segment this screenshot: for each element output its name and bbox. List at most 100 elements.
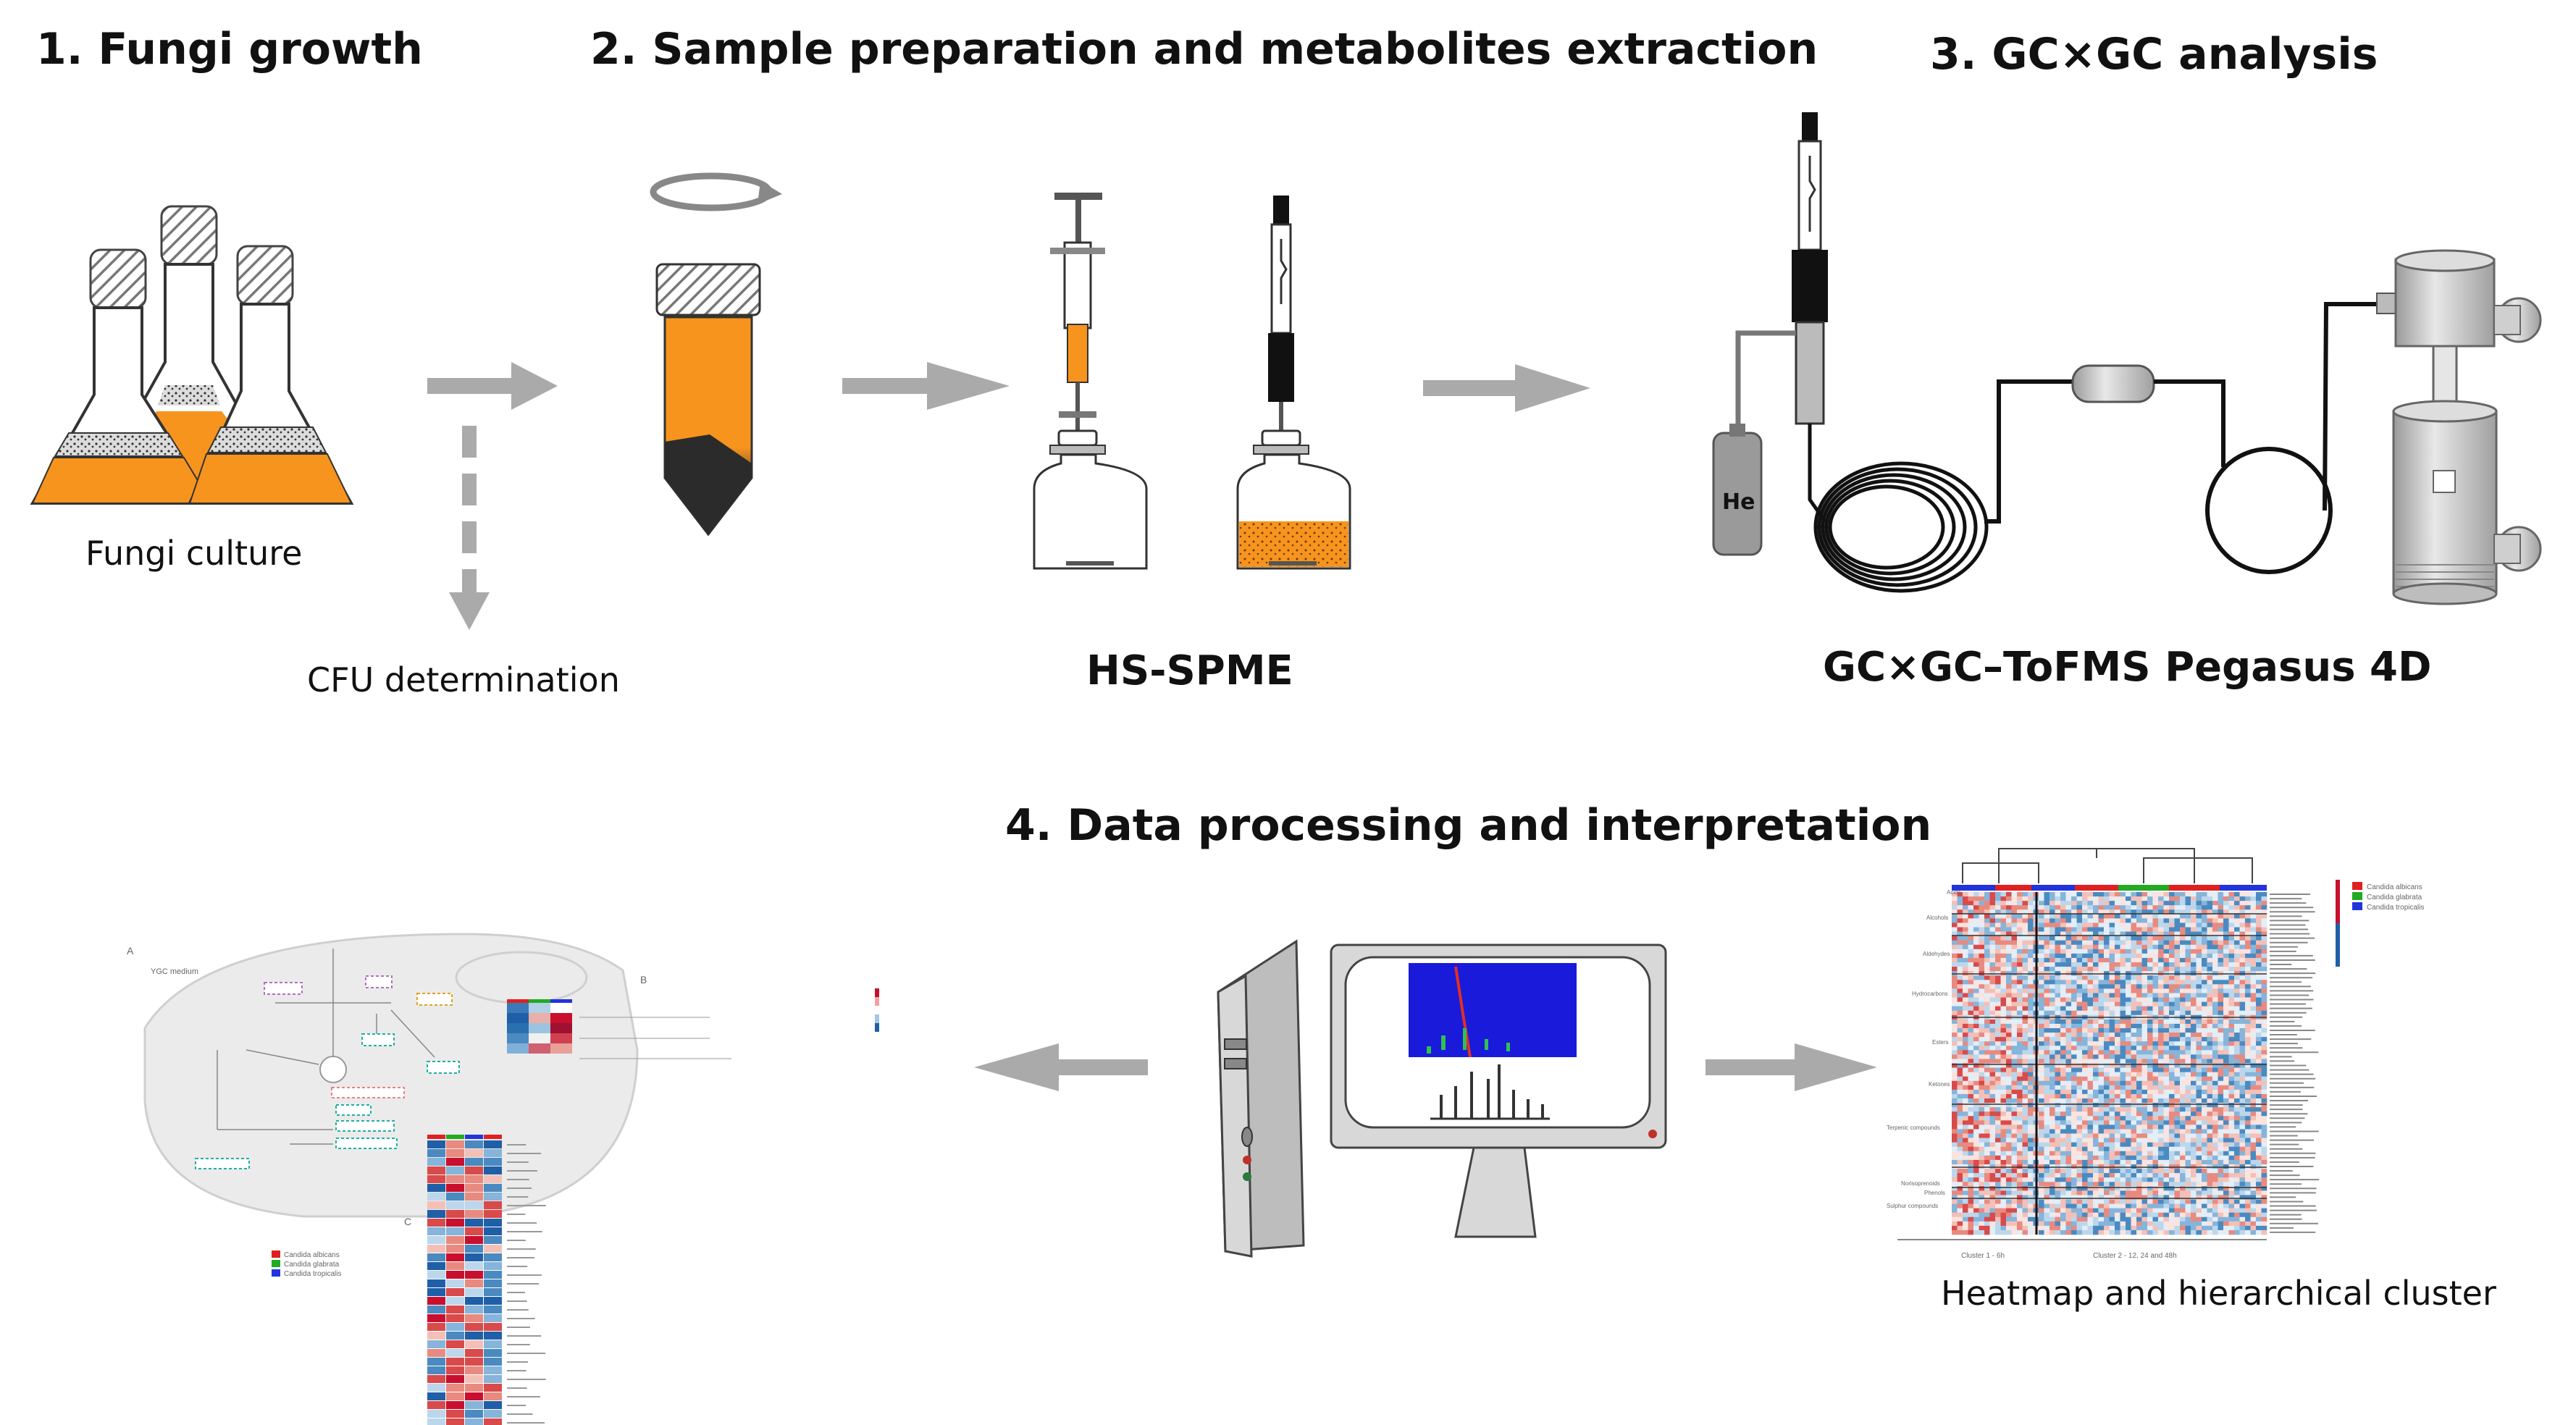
- heatmap-cell: [1979, 980, 1985, 985]
- heatmap-cell: [2158, 1195, 2164, 1200]
- syringe-vial-icon: [1033, 193, 1148, 570]
- heatmap-cell: [2169, 997, 2175, 1002]
- heatmap-cell: [2191, 1046, 2197, 1051]
- heatmap-cell: [2202, 1173, 2207, 1178]
- heatmap-cell: [2180, 1103, 2186, 1108]
- heatmap-cell: [2028, 953, 2034, 959]
- heatmap-cell: [2228, 1046, 2235, 1051]
- heatmap-cell: [2141, 1072, 2148, 1077]
- heatmap-cell: [2202, 1037, 2207, 1042]
- heatmap-cell: [2098, 1129, 2105, 1134]
- heatmap-cell: [2218, 1190, 2224, 1195]
- heatmap-cell: [2185, 997, 2191, 1002]
- heatmap-cell: [2028, 1006, 2034, 1012]
- heatmap-cell: [2082, 1076, 2088, 1082]
- heatmap-cell: [2147, 918, 2153, 923]
- heatmap-cell: [2191, 980, 2197, 985]
- heatmap-cell: [2065, 962, 2072, 967]
- heatmap-cell: [2228, 988, 2235, 993]
- heatmap-cell: [2087, 896, 2094, 901]
- heatmap-cell: [2239, 957, 2246, 963]
- heatmap-cell: [1979, 1063, 1985, 1068]
- heatmap-cell: [1963, 1054, 1968, 1059]
- heatmap-cell: [2250, 1067, 2257, 1072]
- heatmap-cell: [2152, 1186, 2159, 1191]
- heatmap-cell: [2017, 1159, 2023, 1165]
- heatmap-cell: [1979, 1033, 1985, 1038]
- heatmap-cell: [2256, 922, 2262, 928]
- heatmap-cell: [2060, 1067, 2066, 1072]
- heatmap-cell: [2261, 1155, 2267, 1161]
- heatmap-cell: [1995, 1067, 2001, 1072]
- heatmap-cell: [2060, 1186, 2066, 1191]
- heatmap-cell: [2087, 1216, 2094, 1222]
- heatmap-cell: [1952, 1076, 1958, 1082]
- heatmap-cell: [2141, 1023, 2148, 1029]
- heatmap-cell: [2223, 1129, 2229, 1134]
- heatmap-cell: [2207, 962, 2213, 967]
- heatmap-cell: [2011, 949, 2018, 954]
- heatmap-cell: [2250, 1006, 2257, 1012]
- heatmap-cell: [2000, 1089, 2007, 1095]
- heatmap-cell: [1989, 980, 1996, 985]
- heatmap-cell: [2060, 962, 2066, 967]
- heatmap-cell: [2044, 1212, 2050, 1218]
- heatmap-cell: [2055, 1033, 2061, 1038]
- heatmap-cell: [2050, 953, 2055, 959]
- heatmap-cell: [2022, 1177, 2029, 1182]
- heatmap-cell: [2169, 1216, 2175, 1222]
- heatmap-cell: [2071, 957, 2077, 963]
- heatmap-cell: [2152, 931, 2159, 936]
- heatmap-cell: [1995, 1037, 2001, 1042]
- heatmap-cell: [2152, 1142, 2159, 1148]
- heatmap-cell: [2202, 914, 2207, 919]
- heatmap-cell: [2131, 1089, 2137, 1095]
- heatmap-cell: [1979, 1138, 1985, 1143]
- heatmap-cell: [1984, 1159, 1990, 1165]
- heatmap-cell: [2256, 892, 2262, 897]
- heatmap-cell: [2065, 1216, 2072, 1222]
- heatmap-cell: [2228, 1203, 2235, 1208]
- heatmap-cell: [2011, 1138, 2018, 1143]
- heatmap-cell: [2115, 980, 2120, 985]
- heatmap-cell: [2126, 1212, 2131, 1218]
- heatmap-cell: [2082, 927, 2088, 932]
- heatmap-cell: [2006, 984, 2012, 989]
- pathway-heatmap-cell: [427, 1306, 445, 1313]
- heatmap-cell: [2076, 896, 2083, 901]
- heatmap-cell: [2191, 936, 2197, 941]
- heatmap-cell: [2131, 1054, 2137, 1059]
- heatmap-cell: [2006, 1076, 2012, 1082]
- heatmap-cell: [2050, 931, 2055, 936]
- heatmap-cell: [1968, 931, 1974, 936]
- heatmap-cell: [2082, 957, 2088, 963]
- pathway-heatmap-cell: [427, 1149, 445, 1157]
- heatmap-cell: [2087, 949, 2094, 954]
- heatmap-cell: [2245, 1120, 2251, 1125]
- heatmap-cell: [2082, 1203, 2088, 1208]
- heatmap-cell: [2180, 1212, 2186, 1218]
- heatmap-cell: [2065, 1059, 2072, 1064]
- heatmap-cell: [2060, 967, 2066, 972]
- heatmap-cell: [2039, 993, 2044, 998]
- heatmap-cell: [2152, 1072, 2159, 1077]
- heatmap-cell: [2191, 1221, 2197, 1227]
- heatmap-cell: [2028, 922, 2034, 928]
- heatmap-cell: [2044, 1142, 2050, 1148]
- pathway-heatmap-cell: [427, 1332, 445, 1340]
- heatmap-cell: [2017, 892, 2023, 897]
- heatmap-cell: [2152, 918, 2159, 923]
- heatmap-cell: [2120, 1054, 2126, 1059]
- heatmap-cell: [2022, 1155, 2029, 1161]
- heatmap-cell: [2060, 1085, 2066, 1090]
- heatmap-cell: [1995, 1146, 2001, 1152]
- heatmap-cell: [2218, 1046, 2224, 1051]
- heatmap-cell: [1968, 1111, 1974, 1117]
- heatmap-cell: [2039, 1186, 2044, 1191]
- heatmap-cell: [1973, 927, 1979, 932]
- heatmap-cell: [2000, 984, 2007, 989]
- heatmap-row-hydrocarbons: Hydrocarbons: [1912, 991, 1948, 997]
- heatmap-cell: [2039, 1054, 2044, 1059]
- heatmap-cell: [2261, 1001, 2267, 1006]
- heatmap-cell: [1952, 1151, 1958, 1156]
